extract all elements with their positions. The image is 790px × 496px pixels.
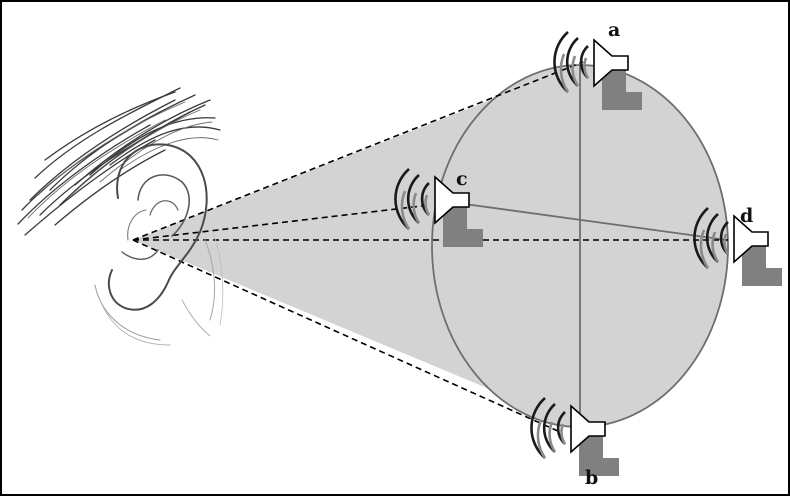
- speaker-label-b: b: [585, 467, 598, 489]
- speaker-label-c: c: [456, 168, 468, 190]
- speaker-label-d: d: [740, 205, 753, 227]
- speaker-label-a: a: [608, 19, 620, 41]
